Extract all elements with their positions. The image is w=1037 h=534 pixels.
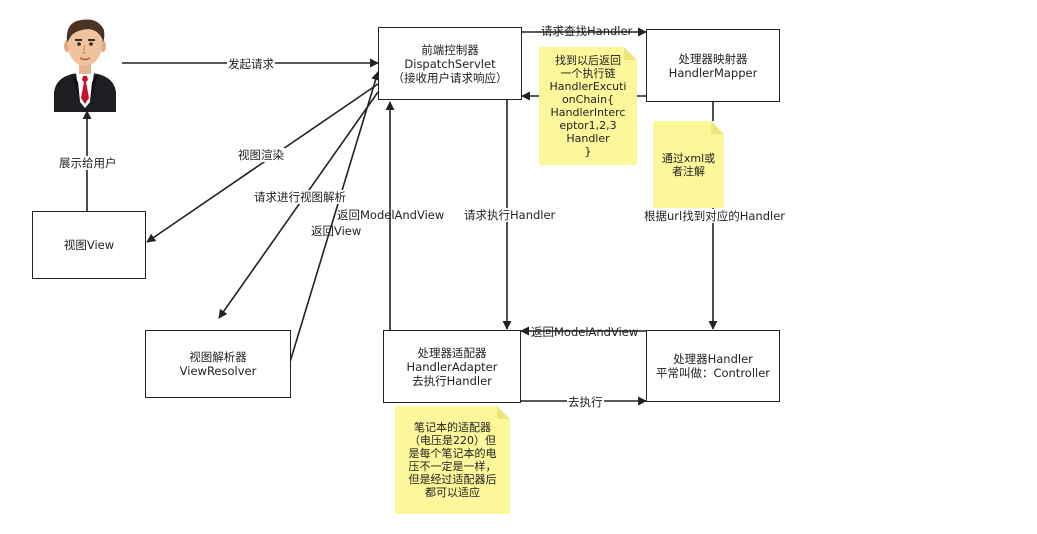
- arrow-render-view: [146, 83, 379, 243]
- handler-controller-box: 处理器Handler 平常叫做：Controller: [646, 330, 780, 402]
- note-text: 笔记本的适配器 （电压是220）但 是每个笔记本的电 压不一定是一样， 但是经过…: [408, 421, 497, 499]
- note-fold-corner: [624, 47, 637, 60]
- label-return-mav-adapter: 返回ModelAndView: [531, 325, 639, 339]
- label-go-execute: 去执行: [567, 395, 604, 409]
- box-line: 前端控制器: [421, 42, 479, 57]
- box-line: （接收用户请求响应）: [392, 70, 508, 85]
- box-line: HandlerMapper: [668, 65, 758, 80]
- label-return-mav-dispatcher: 返回ModelAndView: [337, 208, 445, 222]
- arrow-return-view: [289, 71, 380, 363]
- label-request-resolve: 请求进行视图解析: [253, 190, 347, 204]
- view-resolver-box: 视图解析器 ViewResolver: [145, 330, 291, 398]
- box-line: HandlerAdapter: [406, 359, 498, 374]
- box-line: 去执行Handler: [412, 373, 492, 388]
- box-line: 平常叫做：Controller: [655, 366, 771, 380]
- box-line: 处理器Handler: [673, 352, 753, 366]
- user-avatar: [48, 12, 122, 112]
- note-fold-corner: [711, 121, 724, 134]
- dispatcher-servlet-box: 前端控制器 DispatchServlet （接收用户请求响应）: [378, 27, 522, 100]
- box-line: DispatchServlet: [404, 56, 496, 71]
- label-by-url: 根据url找到对应的Handler: [643, 209, 786, 223]
- label-send-request: 发起请求: [227, 57, 275, 71]
- arrow-request-resolve: [218, 91, 379, 319]
- label-find-handler: 请求查找Handler: [541, 24, 633, 38]
- businessman-avatar-icon: [48, 12, 122, 112]
- box-line: 处理器映射器: [678, 51, 748, 66]
- label-render-view: 视图渲染: [237, 148, 285, 162]
- label-execute-handler: 请求执行Handler: [463, 208, 557, 222]
- view-box: 视图View: [32, 211, 146, 279]
- note-fold-corner: [497, 406, 510, 419]
- note-text: 找到以后返回 一个执行链 HandlerExcuti onChain{ Hand…: [549, 54, 627, 158]
- box-line: 处理器适配器: [417, 345, 487, 360]
- adapter-analogy-note: 笔记本的适配器 （电压是220）但 是每个笔记本的电 压不一定是一样， 但是经过…: [395, 406, 510, 514]
- box-line: 视图View: [63, 238, 115, 252]
- handler-adapter-box: 处理器适配器 HandlerAdapter 去执行Handler: [383, 330, 521, 403]
- label-return-view: 返回View: [311, 224, 362, 238]
- execution-chain-note: 找到以后返回 一个执行链 HandlerExcuti onChain{ Hand…: [539, 47, 637, 165]
- label-show-user: 展示给用户: [58, 156, 118, 170]
- handler-mapper-box: 处理器映射器 HandlerMapper: [646, 29, 780, 102]
- note-text: 通过xml或 者注解: [661, 151, 716, 178]
- xml-annotation-note: 通过xml或 者注解: [653, 121, 724, 208]
- box-line: 视图解析器: [189, 350, 247, 364]
- box-line: ViewResolver: [179, 364, 257, 378]
